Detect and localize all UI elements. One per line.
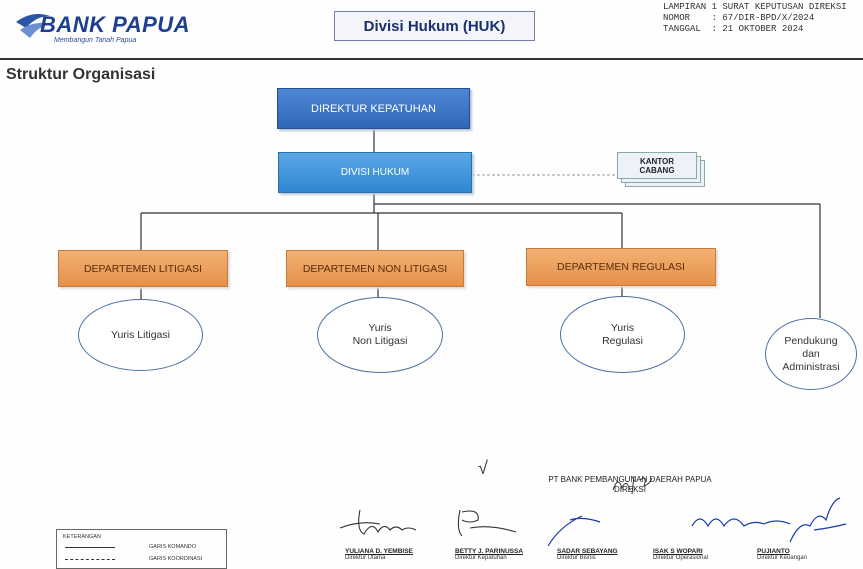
legend-dashed-line	[65, 559, 115, 560]
signatory-2-title: Direktur Kepatuhan	[455, 555, 507, 561]
dept-litigation-box: DEPARTEMEN LITIGASI	[58, 250, 228, 287]
legend-solid-label: GARIS KOMANDO	[149, 544, 197, 550]
page-title: Divisi Hukum (HUK)	[334, 11, 535, 41]
signatory-5-title: Direktur Keuangan	[757, 555, 808, 561]
unit-3-line-1: Yuris	[610, 321, 635, 334]
signatory-3-title: Direktur Bisnis	[557, 555, 596, 561]
unit-4-line-2: dan	[802, 347, 820, 360]
branch-line-2: CABANG	[639, 165, 675, 175]
signatory-4-title: Direktur Operasional	[653, 555, 709, 561]
signatory-2-name: BETTY J. PARINUSSA	[455, 548, 524, 555]
branch-line-1: KANTOR	[639, 156, 675, 166]
header-divider	[0, 58, 863, 60]
signatory-3: SADAR SEBAYANG Direktur Bisnis	[557, 548, 618, 561]
ref-line-2: NOMOR : 67/DIR-BPD/X/2024	[663, 13, 815, 23]
ref-line-1: LAMPIRAN 1 SURAT KEPUTUSAN DIREKSI	[663, 2, 847, 12]
legend-dashed-label: GARIS KOORDINASI	[149, 556, 203, 562]
legend-title: KETERANGAN	[63, 534, 101, 540]
unit-2-line-1: Yuris	[368, 322, 392, 334]
signatory-1: YULIANA D. YEMBISE Direktur Utama	[345, 548, 413, 561]
unit-1-line-1: Yuris Litigasi	[111, 328, 170, 341]
company-name: PT BANK PEMBANGUNAN DAERAH PAPUA	[548, 475, 712, 484]
unit-3-line-2: Regulasi	[602, 334, 643, 347]
paraf-initials	[612, 475, 653, 495]
legal-division-box: DIVISI HUKUM	[278, 152, 472, 193]
unit-2-line-2: Non Litigasi	[352, 335, 408, 347]
signatory-2: BETTY J. PARINUSSA Direktur Kepatuhan	[455, 548, 523, 561]
signatures-graphic	[339, 497, 847, 547]
legend-box: KETERANGAN GARIS KOMANDO GARIS KOORDINAS…	[56, 529, 227, 569]
unit-4-line-1: Pendukung	[784, 334, 838, 347]
dept-non-litigation-box: DEPARTEMEN NON LITIGASI	[286, 250, 464, 287]
section-title: Struktur Organisasi	[6, 66, 156, 83]
signatory-5: PUJIANTO Direktur Keuangan	[757, 548, 807, 561]
signatory-1-name: YULIANA D. YEMBISE	[345, 548, 413, 555]
bank-logo	[14, 8, 214, 50]
signatory-4-name: ISAK S WOPARI	[653, 548, 703, 555]
check-mark: √	[478, 458, 488, 478]
ref-line-3: TANGGAL : 21 OKTOBER 2024	[663, 24, 804, 34]
bank-logo-icon	[16, 14, 52, 38]
logo-tagline: Membangun Tanah Papua	[54, 37, 137, 44]
director-compliance-box: DIREKTUR KEPATUHAN	[277, 88, 470, 129]
unit-4-line-3: Administrasi	[782, 360, 840, 373]
signatory-1-title: Direktur Utama	[345, 555, 386, 561]
signatory-4: ISAK S WOPARI Direktur Operasional	[653, 548, 708, 561]
signatory-5-name: PUJIANTO	[757, 548, 790, 555]
legend-solid-line	[65, 547, 115, 548]
signatory-3-name: SADAR SEBAYANG	[557, 548, 618, 555]
dept-regulation-box: DEPARTEMEN REGULASI	[526, 248, 716, 286]
logo-text: BANK PAPUA	[40, 12, 191, 37]
unit-litigation-oval: Yuris Litigasi	[78, 299, 203, 371]
signatory-row: YULIANA D. YEMBISE Direktur Utama BETTY …	[345, 548, 863, 569]
